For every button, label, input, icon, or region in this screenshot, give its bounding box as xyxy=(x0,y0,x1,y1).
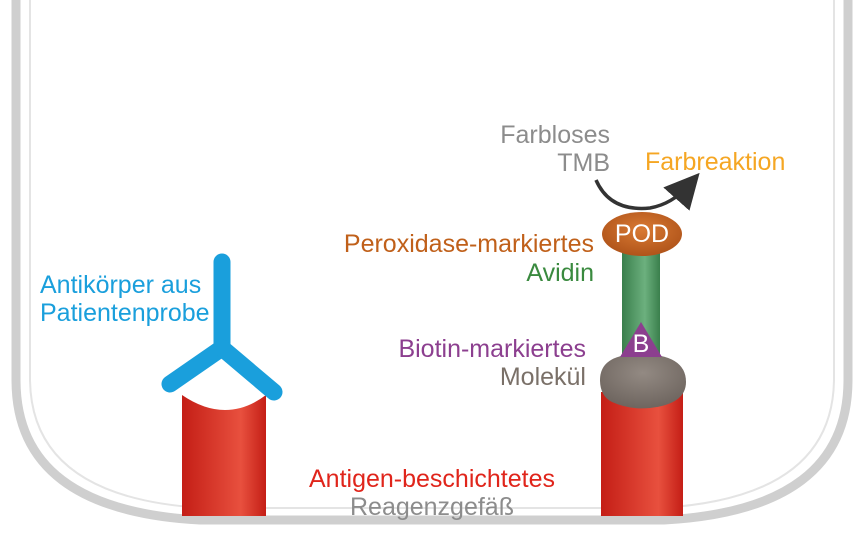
antikoerper-label: Antikörper aus xyxy=(40,271,201,299)
antibody-icon xyxy=(161,253,283,401)
patientenprobe-label: Patientenprobe xyxy=(40,299,210,327)
farbreaktion-label: Farbreaktion xyxy=(645,148,785,176)
antigen-pillar-right xyxy=(601,392,683,516)
biotin-b-label: B xyxy=(633,330,650,358)
tmb-label: TMB xyxy=(557,149,610,177)
molecule-blob xyxy=(600,354,686,409)
biotin-triangle-icon xyxy=(620,322,662,357)
antigen-pillar-left xyxy=(182,395,266,516)
reagent-vessel xyxy=(11,0,853,525)
antigen-label: Antigen-beschichtetes xyxy=(309,465,555,493)
reagent-vessel-inner xyxy=(29,0,835,509)
pod-ellipse xyxy=(602,212,682,256)
farbloses-label: Farbloses xyxy=(500,121,610,149)
molekuel-label: Molekül xyxy=(500,363,586,391)
pod-label: POD xyxy=(615,220,669,248)
peroxidase-label: Peroxidase-markiertes xyxy=(344,230,594,258)
reagenzgefaess-label: Reagenzgefäß xyxy=(350,493,514,521)
biotin-label: Biotin-markiertes xyxy=(398,335,586,363)
avidin-label: Avidin xyxy=(526,259,594,287)
reaction-arrow-icon xyxy=(594,172,700,211)
